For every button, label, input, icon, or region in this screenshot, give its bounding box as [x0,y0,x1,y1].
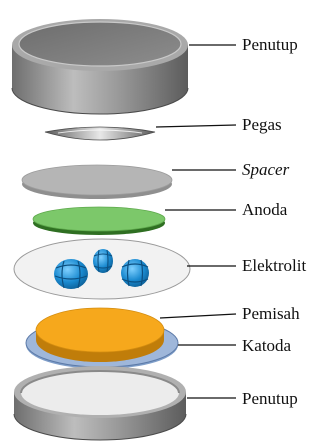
separator-disk [36,308,164,362]
spacer-disk [22,165,172,199]
label-pemisah: Pemisah [242,304,300,324]
label-elektrolit: Elektrolit [242,256,306,276]
label-katoda: Katoda [242,336,291,356]
top-cap [12,19,188,114]
spring-washer [45,127,155,140]
label-penutup-top: Penutup [242,35,298,55]
electrolyte-molecule [93,249,113,273]
electrolyte-plate [14,239,190,299]
label-anoda: Anoda [242,200,287,220]
leader-line-pemisah [160,314,236,318]
label-spacer: Spacer [242,160,289,180]
electrolyte-molecule [54,259,88,289]
label-pegas: Pegas [242,115,282,135]
leader-line-pegas [156,125,236,127]
bottom-cap [14,366,186,440]
anode-disk [33,207,165,235]
electrolyte-molecule [121,259,149,287]
label-penutup-bottom: Penutup [242,389,298,409]
